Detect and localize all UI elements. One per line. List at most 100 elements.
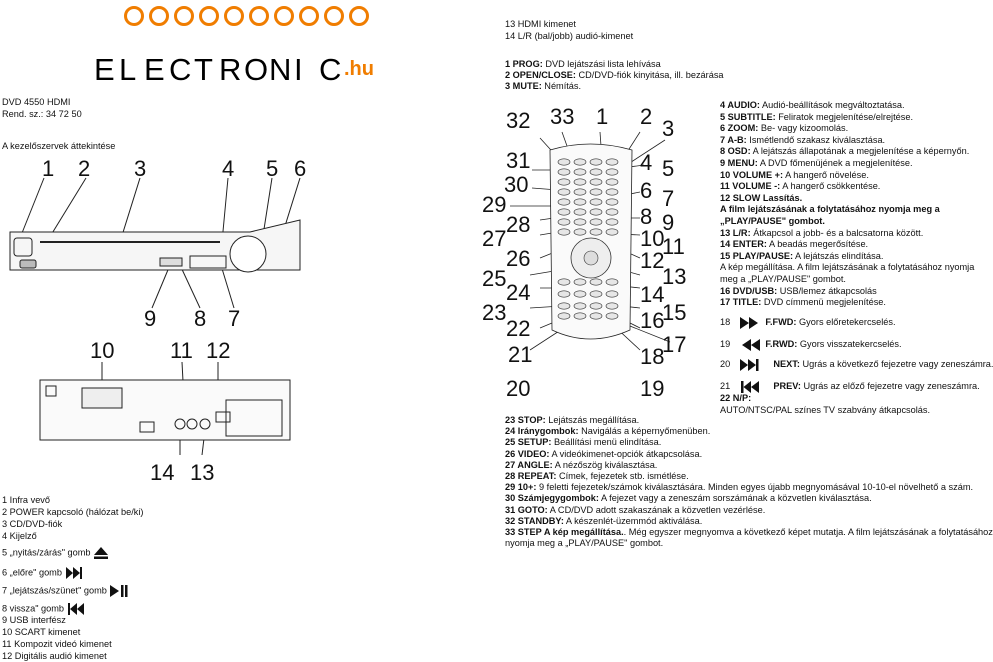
remote-button [605,188,619,196]
remote-callout-7: 7 [662,186,675,211]
remote-item-b-label: 7 A-B: [720,134,747,145]
remote-button [557,188,571,196]
remote-button [573,278,587,286]
remote-item-a-label: 2 OPEN/CLOSE: [505,70,576,80]
logo-circle [174,6,194,26]
remote-item-22-text: AUTO/NTSC/PAL színes TV szabvány átkapcs… [720,405,931,415]
logo-circle [349,6,369,26]
remote-button [589,198,603,206]
remote-button [573,312,587,320]
remote-button [605,178,619,186]
remote-item-b-text: meg a „PLAY/PAUSE" gombot. [720,274,846,284]
remote-item-c-row: nyomja meg a „PLAY/PAUSE" gombot. [505,537,663,549]
logo-circle [324,6,344,26]
remote-button [589,178,603,186]
front-callout-4: 4 [222,156,235,181]
top-right-item-14: 14 L/R (bal/jobb) audió-kimenet [505,31,634,41]
remote-item-b-row: A film lejátszásának a folytatásához nyo… [720,203,940,215]
prev-icon [67,603,84,615]
remote-item-c-label: 29 10+: [505,482,537,493]
remote-item-c-label: 30 Számjegygombok: [505,493,599,504]
remote-item-a-text: CD/DVD-fiók kinyitása, ill. bezárása [575,70,724,80]
remote-item-20-num: 20 [720,359,731,369]
remote-item-c-text: A nézőszög kiválasztása. [552,459,658,470]
remote-item-21-label: PREV: [773,381,801,391]
remote-item-20: 20 NEXT: Ugrás a következő fejezetre vag… [720,356,993,372]
remote-item-b-row: meg a „PLAY/PAUSE" gombot. [720,273,846,285]
left-item-7-label: 7 „lejátszás/szünet" gomb [2,585,107,596]
remote-item-b-text: A hangerő növelése. [783,169,869,180]
remote-callout-24: 24 [506,280,531,305]
remote-callout-30: 30 [504,172,529,197]
remote-item-b-text: Ismétlendő szakasz kiválasztása. [746,134,886,145]
remote-item-c-text: Navigálás a képernyőmenüben. [578,426,711,437]
remote-item-b-label: 12 SLOW Lassítás. [720,192,803,203]
remote-item-c-row: 30 Számjegygombok: A fejezet vagy a zene… [505,492,872,504]
remote-item-c-text: A CD/DVD adott szakaszának a közvetlen v… [547,504,766,515]
front-callout-1: 1 [42,156,55,181]
remote-button [605,168,619,176]
remote-item-b-row: 5 SUBTITLE: Feliratok megjelenítése/elre… [720,111,913,123]
remote-button [573,290,587,298]
logo-circle [249,6,269,26]
remote-callout-28: 28 [506,212,531,237]
remote-callout-21: 21 [508,342,533,367]
remote-button [557,168,571,176]
remote-callout-33: 33 [550,104,575,129]
remote-button [573,228,587,236]
logo-circle [149,6,169,26]
remote-callout-18: 18 [640,344,665,369]
remote-item-a-text: Némítás. [541,81,582,91]
remote-callout-12: 12 [640,248,665,273]
remote-callout-1: 1 [596,104,609,129]
remote-item-b-row: 10 VOLUME +: A hangerő növelése. [720,169,869,181]
remote-item-c-label: 32 STANDBY: [505,515,564,526]
remote-item-b-label: „PLAY/PAUSE" gombot. [720,216,825,226]
remote-callout-22: 22 [506,316,531,341]
remote-item-b-row: 11 VOLUME -: A hangerő csökkentése. [720,180,880,192]
remote-callout-17: 17 [662,332,687,357]
remote-button [557,218,571,226]
remote-item-c-row: 29 10+: 9 feletti fejezetek/számok kivál… [505,481,973,493]
remote-item-b-text: Audió-beállítások megváltoztatása. [759,100,905,110]
front-callout-8: 8 [194,306,207,331]
remote-callout-23: 23 [482,300,507,325]
remote-button [557,208,571,216]
remote-button [573,188,587,196]
remote-callout-5: 5 [662,156,675,181]
remote-callout-14: 14 [640,282,665,307]
remote-item-b-text: Feliratok megjelenítése/elrejtése. [775,111,914,122]
logo-suffix: .hu [344,58,374,80]
remote-item-b-text: A hangerő csökkentése. [780,181,881,192]
remote-item-21-num: 21 [720,381,731,391]
remote-callout-15: 15 [662,300,687,325]
remote-item-18-text: Gyors előretekercselés. [796,317,896,327]
left-item-5-label: 5 „nyitás/zárás" gomb [2,547,91,558]
back-callout-14: 14 [150,460,175,485]
remote-item-19-label: F.RWD: [765,339,798,349]
remote-button [589,290,603,298]
remote-button [557,178,571,186]
remote-item-b-text: A lejátszás állapotának a megjelenítése … [750,146,970,157]
remote-button [557,198,571,206]
remote-button [605,312,619,320]
logo-letter: O [244,52,269,87]
remote-callout-32: 32 [506,108,531,133]
remote-item-c-row: 27 ANGLE: A nézőszög kiválasztása. [505,459,657,471]
remote-button [573,218,587,226]
remote-item-b-label: 10 VOLUME +: [720,169,784,180]
remote-item-b-text: A DVD főmenüjének a megjelenítése. [757,158,913,168]
remote-item-20-text: Ugrás a következő fejezetre vagy zeneszá… [799,359,993,369]
remote-item-22-label: 22 N/P: [720,393,752,403]
remote-button [589,218,603,226]
remote-item-c-row: 32 STANDBY: A készenlét-üzemmód aktiválá… [505,515,702,527]
remote-button [605,218,619,226]
back-panel-drawing [39,361,291,456]
left-item-12: 12 Digitális audió kimenet [2,651,107,661]
remote-button [557,312,571,320]
remote-item-b-row: 6 ZOOM: Be- vagy kizoomolás. [720,122,848,134]
remote-item-b-row: 7 A-B: Ismétlendő szakasz kiválasztása. [720,134,885,146]
remote-button [573,168,587,176]
remote-item-c-label: 25 SETUP: [505,437,552,448]
remote-item-a-row: 2 OPEN/CLOSE: CD/DVD-fiók kinyitása, ill… [505,69,724,81]
